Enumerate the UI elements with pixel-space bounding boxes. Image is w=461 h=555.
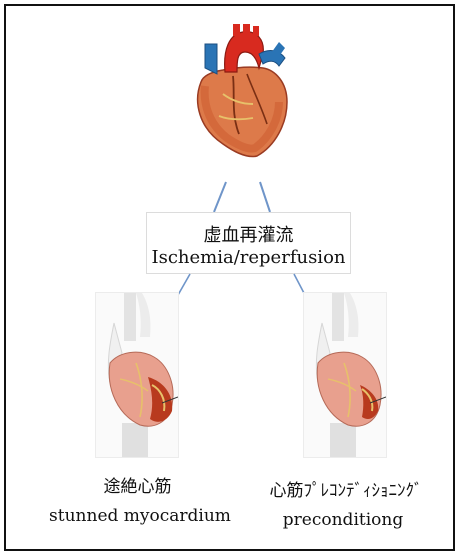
ischemia-reperfusion-box: 虚血再灌流 Ischemia/reperfusion	[146, 212, 351, 274]
stunned-heart-panel	[95, 292, 179, 458]
arrows-top	[200, 180, 280, 216]
stunned-label-en: stunned myocardium	[40, 506, 240, 526]
stunned-heart-illustration	[96, 293, 178, 457]
preconditioning-label-en: preconditiong	[268, 510, 418, 530]
stunned-label-jp: 途絶心筋	[70, 472, 205, 497]
preconditioning-heart-illustration	[304, 293, 386, 457]
heart-illustration-top	[183, 24, 295, 160]
preconditioning-label-jp: 心筋ﾌﾟﾚｺﾝﾃﾞｨｼｮﾆﾝｸﾞ	[246, 476, 446, 501]
preconditioning-heart-panel	[303, 292, 387, 458]
center-label-jp: 虚血再灌流	[147, 221, 350, 247]
center-label-en: Ischemia/reperfusion	[147, 247, 350, 268]
